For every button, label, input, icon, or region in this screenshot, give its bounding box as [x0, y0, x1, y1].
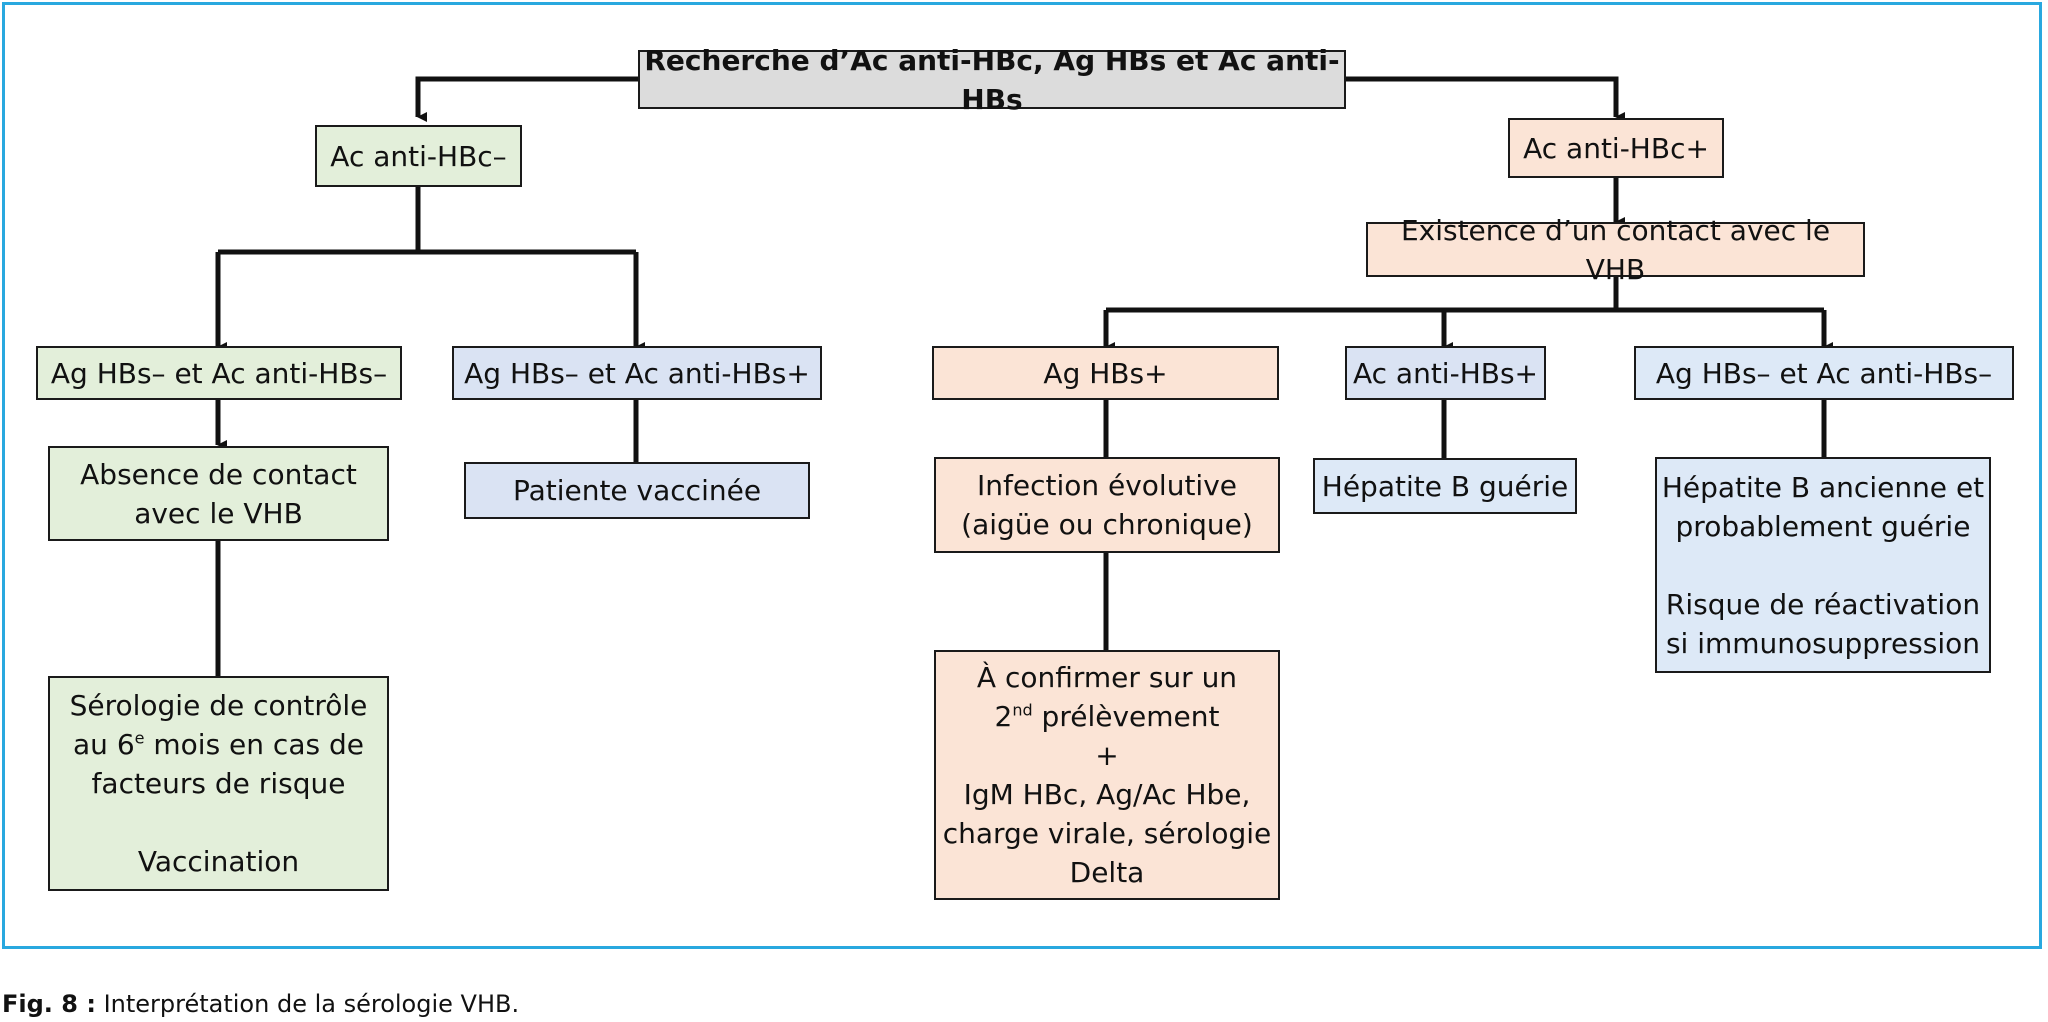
control-serology-box: Sérologie de contrôle au 6e mois en cas … [48, 676, 389, 891]
evolving-infection-box: Infection évolutive (aigüe ou chronique) [934, 457, 1280, 553]
cured-hepatitis-box: Hépatite B guérie [1313, 458, 1577, 514]
confirmation-line3: + [1095, 739, 1119, 772]
anti-hbc-negative-box: Ac anti-HBc– [315, 125, 522, 187]
confirmation-line4: IgM HBc, Ag/Ac Hbe, charge virale, sérol… [942, 778, 1272, 889]
control-serology-line2: au 6e mois en cas de [73, 728, 364, 761]
left-branch1-label-box: Ag HBs– et Ac anti-HBs– [36, 346, 402, 400]
confirmation-line1: À confirmer sur un [976, 661, 1238, 694]
old-hepatitis-box: Hépatite B ancienne et probablement guér… [1655, 457, 1991, 673]
root-box: Recherche d’Ac anti-HBc, Ag HBs et Ac an… [638, 44, 1346, 116]
hbs-ag-positive-box: Ag HBs+ [932, 346, 1279, 400]
anti-hbs-positive-box: Ac anti-HBs+ [1345, 346, 1546, 400]
control-serology-line1: Sérologie de contrôle [69, 689, 368, 722]
confirmation-line2: 2nd prélèvement [994, 700, 1220, 733]
figure-frame [2, 2, 2042, 949]
control-serology-line4: Vaccination [137, 845, 300, 878]
vaccinated-box: Patiente vaccinée [464, 462, 810, 519]
hbv-contact-box: Existence d’un contact avec le VHB [1366, 214, 1865, 286]
caption-text: Interprétation de la sérologie VHB. [95, 990, 520, 1018]
right-branch3-label-box: Ag HBs– et Ac anti-HBs– [1634, 346, 2014, 400]
caption-label: Fig. 8 : [2, 990, 96, 1018]
anti-hbc-positive-box: Ac anti-HBc+ [1508, 118, 1724, 178]
absence-contact-box: Absence de contact avec le VHB [48, 446, 389, 541]
left-branch2-label-box: Ag HBs– et Ac anti-HBs+ [452, 346, 822, 400]
figure-caption: Fig. 8 : Interprétation de la sérologie … [2, 990, 519, 1018]
flowchart-connectors [215, 76, 1833, 687]
control-serology-line3: facteurs de risque [91, 767, 346, 800]
confirmation-box: À confirmer sur un 2nd prélèvement + IgM… [934, 650, 1280, 900]
